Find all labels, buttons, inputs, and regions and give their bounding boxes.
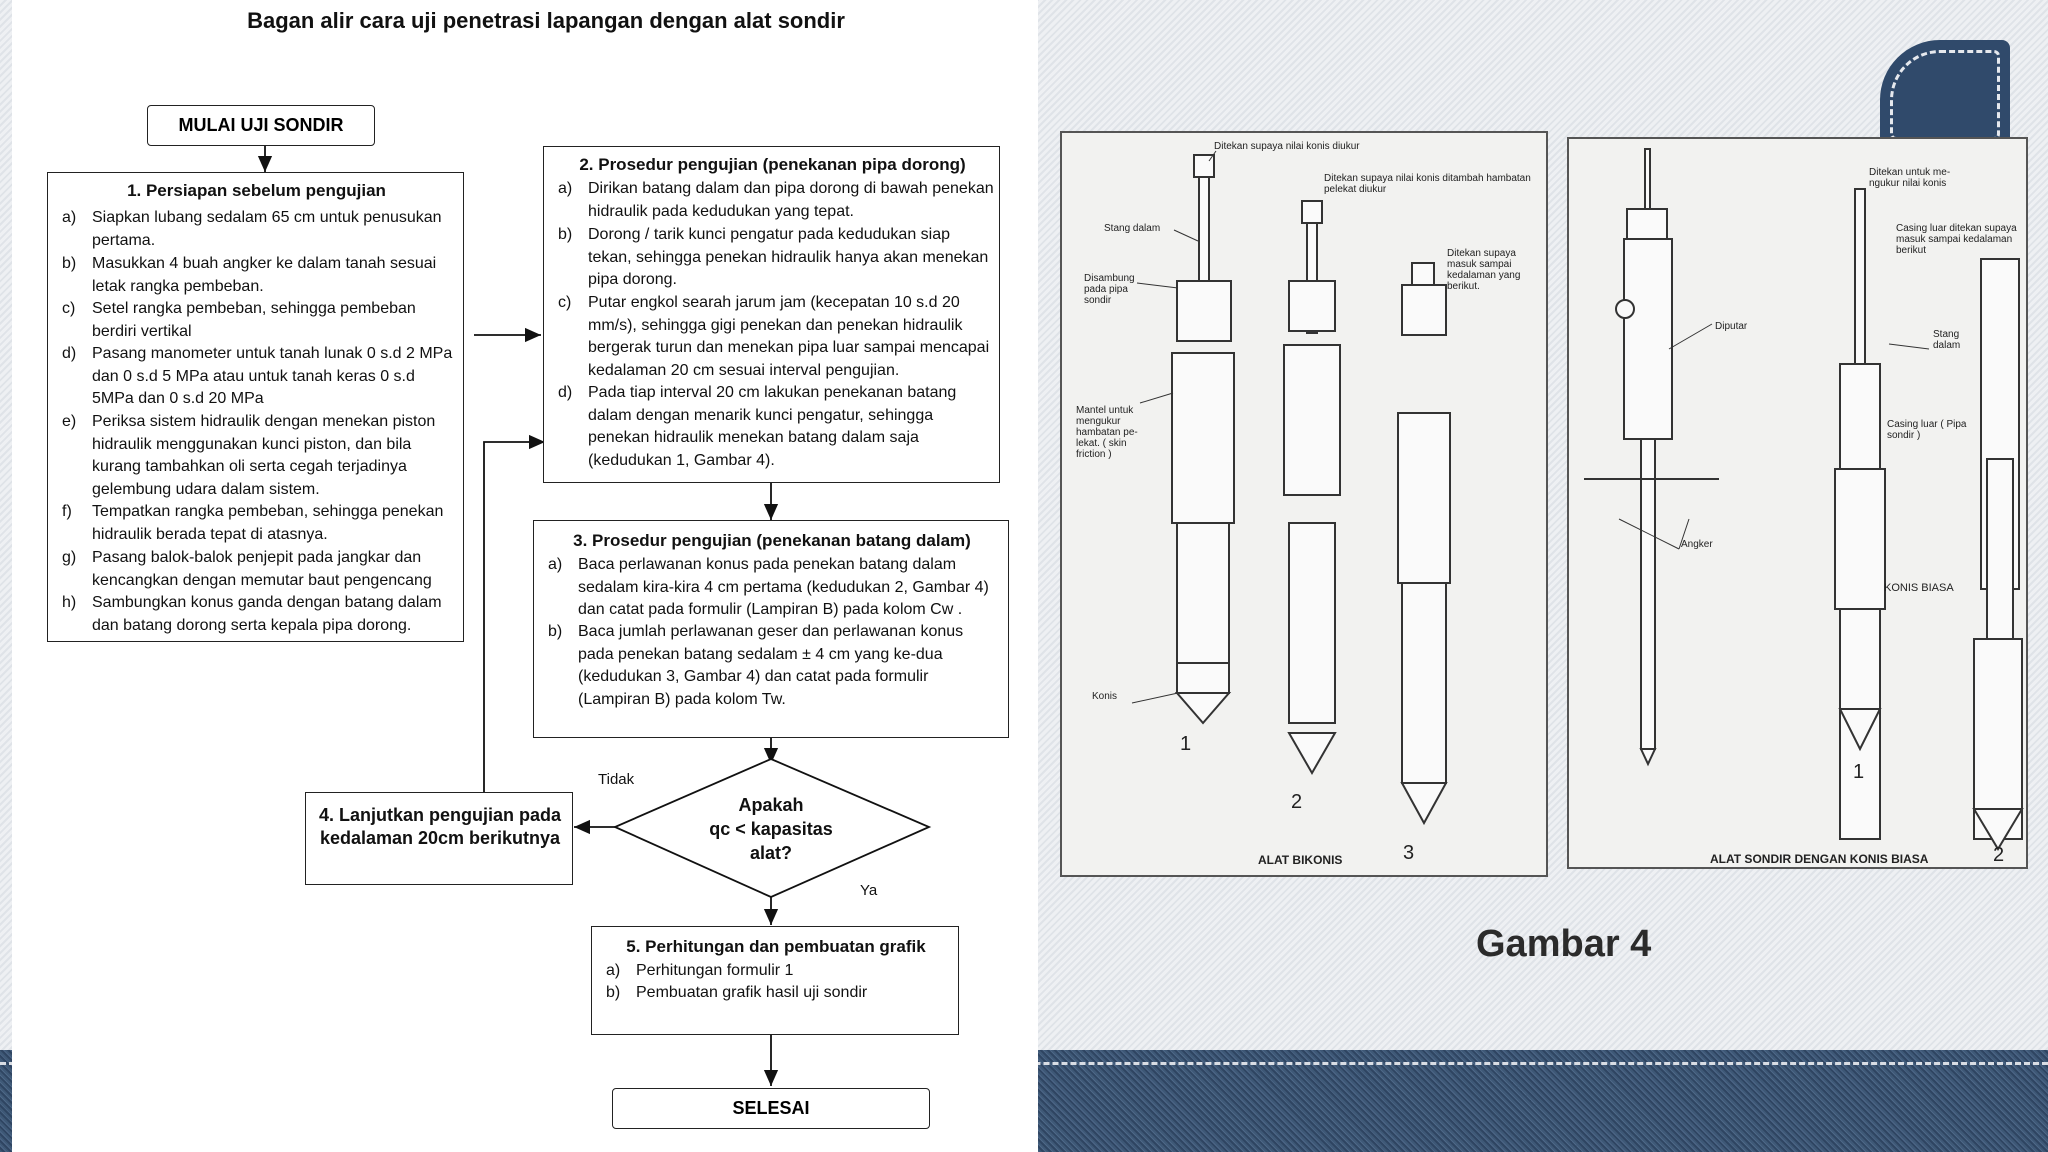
figure-alat-sondir-konis-biasa: Ditekan untuk me-ngukur nilai konis Casi… — [1567, 137, 2028, 869]
sondir-number: 2 — [1993, 844, 2005, 866]
sondir-label-stang: Stang dalam — [1933, 329, 1961, 351]
step2-item: b)Dorong / tarik kunci pengatur pada ked… — [558, 226, 989, 289]
flowchart-title: Bagan alir cara uji penetrasi lapangan d… — [247, 8, 845, 33]
bikonis-label-top2: Ditekan supaya nilai konis ditambah hamb… — [1324, 173, 1531, 195]
bikonis-caption: ALAT BIKONIS — [1258, 853, 1343, 867]
step1-box: 1. Persiapan sebelum pengujian a)Siapkan… — [47, 172, 464, 642]
step2-box: 2. Prosedur pengujian (penekanan pipa do… — [543, 146, 1000, 483]
decision-no-label: Tidak — [598, 771, 635, 788]
bikonis-number: 1 — [1180, 733, 1192, 755]
bikonis-number: 2 — [1291, 791, 1303, 813]
decision-line1: Apakah — [738, 795, 804, 815]
sondir-label-casing: Casing luar ditekan supaya masuk sampai … — [1896, 223, 2017, 256]
bikonis-label-top1: Ditekan supaya nilai konis diukur — [1214, 141, 1360, 152]
arrow-step4-to-step2 — [483, 434, 545, 792]
step4-box: 4. Lanjutkan pengujian pada kedalaman 20… — [305, 792, 573, 885]
step5-title: 5. Perhitungan dan pembuatan grafik — [626, 937, 926, 956]
sondir-label-casing2: Casing luar ( Pipa sondir ) — [1887, 419, 1967, 441]
step4-line1: 4. Lanjutkan pengujian pada — [318, 805, 562, 825]
sondir-number: 1 — [1853, 761, 1865, 783]
bikonis-drawing — [1131, 150, 1451, 826]
sondir-label-top1: Ditekan untuk me-ngukur nilai konis — [1869, 167, 1951, 189]
step1-item: d)Pasang manometer untuk tanah lunak 0 s… — [62, 345, 453, 408]
step3-title: 3. Prosedur pengujian (penekanan batang … — [573, 531, 971, 550]
decision-diamond — [612, 758, 932, 898]
start-node: MULAI UJI SONDIR — [147, 105, 375, 146]
bikonis-number: 3 — [1403, 842, 1415, 864]
sondir-label-konis-biasa: KONIS BIASA — [1884, 582, 1954, 594]
end-node: SELESAI — [612, 1088, 930, 1129]
step5-box: 5. Perhitungan dan pembuatan grafik a)Pe… — [591, 926, 959, 1035]
sondir-caption: ALAT SONDIR DENGAN KONIS BIASA — [1710, 852, 1929, 866]
bikonis-label-mantel: Mantel untuk mengukur hambatan pe-lekat.… — [1076, 405, 1138, 460]
decorative-tag — [1880, 40, 2010, 150]
step2-item: d)Pada tiap interval 20 cm lakukan penek… — [558, 384, 957, 469]
step1-item: c)Setel rangka pembeban, sehingga pembeb… — [62, 300, 416, 340]
sondir-label-angker: Angker — [1681, 539, 1713, 550]
step1-title: 1. Persiapan sebelum pengujian — [127, 181, 386, 200]
sondir-label-diputar: Diputar — [1715, 321, 1748, 332]
step5-item: a)Perhitungan formulir 1 — [606, 962, 794, 979]
step1-item: e)Periksa sistem hidraulik dengan meneka… — [62, 413, 436, 498]
step3-box: 3. Prosedur pengujian (penekanan batang … — [533, 520, 1009, 738]
end-label: SELESAI — [732, 1098, 810, 1118]
step5-item: b)Pembuatan grafik hasil uji sondir — [606, 984, 868, 1001]
bikonis-label-top3: Ditekan supaya masuk sampai kedalaman ya… — [1447, 248, 1521, 292]
decision-line3: alat? — [749, 843, 792, 863]
gambar-label: Gambar 4 — [1476, 923, 1652, 965]
step2-title: 2. Prosedur pengujian (penekanan pipa do… — [579, 155, 966, 174]
step1-item: h)Sambungkan konus ganda dengan batang d… — [62, 594, 442, 634]
step1-item: f)Tempatkan rangka pembeban, sehingga pe… — [62, 503, 444, 543]
bikonis-label-stang: Stang dalam — [1104, 223, 1161, 234]
step1-item: g)Pasang balok-balok penjepit pada jangk… — [62, 549, 432, 589]
start-label: MULAI UJI SONDIR — [178, 115, 344, 135]
decision-line2: qc < kapasitas — [709, 819, 833, 839]
sondir-drawing — [1584, 148, 2024, 851]
step1-item: b)Masukkan 4 buah angker ke dalam tanah … — [62, 255, 437, 295]
figure-alat-bikonis: Ditekan supaya nilai konis diukur Diteka… — [1060, 131, 1548, 877]
step3-item: b)Baca jumlah perlawanan geser dan perla… — [548, 623, 964, 708]
step4-line2: kedalaman 20cm berikutnya — [319, 828, 561, 848]
step2-item: a)Dirikan batang dalam dan pipa dorong d… — [558, 180, 994, 220]
bikonis-label-konis: Konis — [1092, 691, 1118, 702]
step1-item: a)Siapkan lubang sedalam 65 cm untuk pen… — [62, 209, 442, 249]
decision-yes-label: Ya — [860, 882, 878, 899]
step3-item: a)Baca perlawanan konus pada penekan bat… — [548, 556, 989, 619]
step2-item: c)Putar engkol searah jarum jam (kecepat… — [558, 294, 990, 379]
flowchart-connectors — [257, 146, 932, 1086]
bikonis-label-disambung: Disambung pada pipa sondir — [1084, 273, 1135, 306]
